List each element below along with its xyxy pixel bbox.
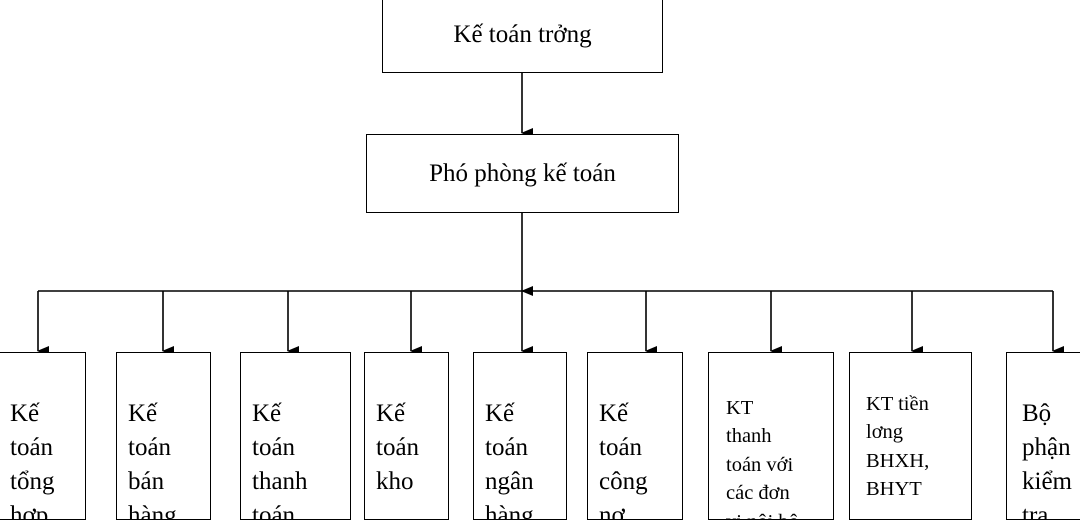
dept-box-debt-accounting: Kế toán công nợ [587,352,683,520]
dept-label: Kế toán công nợ [599,400,648,520]
dept-label: KT tiền lơng BHXH, BHYT [866,393,929,501]
head-accountant-box: Kế toán trởng [382,0,663,73]
dept-box-warehouse-accounting: Kế toán kho [364,352,449,520]
dept-box-salary-insurance: KT tiền lơng BHXH, BHYT [849,352,972,520]
deputy-head-box: Phó phòng kế toán [366,134,679,213]
dept-label: Kế toán ngân hàng [485,400,534,520]
dept-box-bank-accounting: Kế toán ngân hàng [473,352,567,520]
dept-box-general-accounting: Kế toán tổng hợp [0,352,86,520]
dept-box-payment-accounting: Kế toán thanh toán [240,352,351,520]
dept-label: Kế toán bán hàng [128,400,177,520]
deputy-head-label: Phó phòng kế toán [429,160,616,188]
dept-box-sales-accounting: Kế toán bán hàng [116,352,211,520]
dept-box-audit: Bộ phận kiểm tra [1006,352,1080,520]
dept-label: Kế toán kho [376,400,419,495]
dept-label: Kế toán tổng hợp [10,400,54,520]
head-accountant-label: Kế toán trởng [453,21,591,49]
dept-label: KT thanh toán với các đơn vi nôi bô [726,397,799,520]
dept-label: Kế toán thanh toán [252,400,308,520]
dept-label: Bộ phận kiểm tra [1022,400,1072,520]
dept-box-internal-payment: KT thanh toán với các đơn vi nôi bô [708,352,834,520]
